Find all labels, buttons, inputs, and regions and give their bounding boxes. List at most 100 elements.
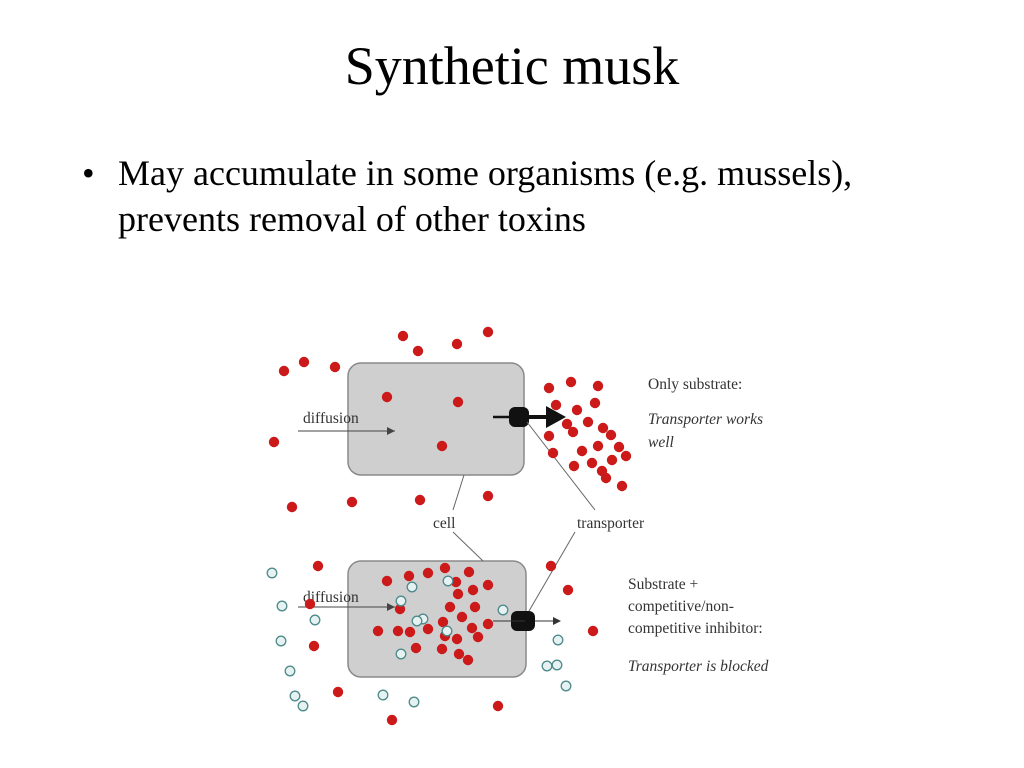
cell-bottom xyxy=(347,560,527,678)
substrate-molecule xyxy=(312,560,324,572)
substrate-molecule xyxy=(392,625,404,637)
substrate-molecule xyxy=(592,440,604,452)
inhibitor-molecule xyxy=(275,635,287,647)
substrate-molecule xyxy=(616,480,628,492)
substrate-molecule xyxy=(308,640,320,652)
substrate-molecule xyxy=(571,404,583,416)
substrate-molecule xyxy=(620,450,632,462)
substrate-molecule xyxy=(436,643,448,655)
cell-label: cell xyxy=(433,515,455,532)
substrate-molecule xyxy=(543,382,555,394)
substrate-molecule xyxy=(482,618,494,630)
substrate-molecule xyxy=(586,457,598,469)
inhibitor-molecule xyxy=(411,615,423,627)
diffusion-label-bottom: diffusion xyxy=(303,589,359,606)
transporter-leader-bottom xyxy=(528,531,576,612)
substrate-molecule xyxy=(381,575,393,587)
substrate-molecule xyxy=(592,380,604,392)
substrate-molecule xyxy=(597,422,609,434)
substrate-molecule xyxy=(567,426,579,438)
substrate-molecule xyxy=(587,625,599,637)
bullet-item: • May accumulate in some organisms (e.g.… xyxy=(78,150,958,242)
substrate-molecule xyxy=(492,700,504,712)
substrate-molecule xyxy=(404,626,416,638)
substrate-molecule xyxy=(422,623,434,635)
transporter-label: transporter xyxy=(577,515,645,532)
substrate-molecule xyxy=(268,436,280,448)
inhibitor-molecule xyxy=(266,567,278,579)
inhibitor-molecule xyxy=(541,660,553,672)
molecule-dots xyxy=(266,326,632,726)
substrate-molecule xyxy=(453,648,465,660)
substrate-molecule xyxy=(394,603,406,615)
bullet-list: • May accumulate in some organisms (e.g.… xyxy=(78,150,958,242)
substrate-molecule xyxy=(444,601,456,613)
arrow-icon xyxy=(387,603,395,611)
arrow-icon xyxy=(387,427,395,435)
substrate-molecule xyxy=(613,441,625,453)
inhibitor-molecule xyxy=(551,659,563,671)
substrate-molecule xyxy=(456,611,468,623)
inhibitor-molecule xyxy=(395,648,407,660)
slide-title: Synthetic musk xyxy=(344,36,680,96)
inhibitor-molecule xyxy=(309,614,321,626)
diffusion-label-top: diffusion xyxy=(303,410,359,427)
cell-leader-top xyxy=(452,474,465,511)
substrate-molecule xyxy=(452,588,464,600)
bottom-caption-line-2: competitive/non- xyxy=(628,598,734,615)
substrate-molecule xyxy=(381,391,393,403)
substrate-molecule xyxy=(582,416,594,428)
substrate-molecule xyxy=(452,396,464,408)
transporter-leader-top xyxy=(526,421,596,511)
substrate-molecule xyxy=(286,501,298,513)
arrow-icon xyxy=(553,617,561,625)
substrate-molecule xyxy=(298,356,310,368)
inhibitor-molecule xyxy=(497,604,509,616)
substrate-molecule xyxy=(451,338,463,350)
inhibitor-molecule xyxy=(289,690,301,702)
inhibitor-molecule xyxy=(442,575,454,587)
diagram-canvas: diffusion diffusion cell transporter Onl… xyxy=(266,326,769,726)
inhibitor-molecule xyxy=(560,680,572,692)
substrate-molecule xyxy=(561,418,573,430)
substrate-molecule xyxy=(589,397,601,409)
substrate-molecule xyxy=(565,376,577,388)
substrate-molecule xyxy=(422,567,434,579)
inhibitor-molecule xyxy=(395,595,407,607)
substrate-molecule xyxy=(467,584,479,596)
inhibitor-molecule xyxy=(276,600,288,612)
substrate-molecule xyxy=(482,490,494,502)
inhibitor-molecule xyxy=(552,634,564,646)
substrate-molecule xyxy=(547,447,559,459)
inhibitor-molecule xyxy=(408,696,420,708)
bullet-text: May accumulate in some organisms (e.g. m… xyxy=(118,153,853,239)
substrate-molecule xyxy=(436,440,448,452)
substrate-molecule xyxy=(550,399,562,411)
substrate-molecule xyxy=(332,686,344,698)
substrate-molecule xyxy=(576,445,588,457)
top-caption-italic-2: well xyxy=(648,434,674,451)
substrate-molecule xyxy=(605,429,617,441)
substrate-molecule xyxy=(545,560,557,572)
cell-leader-bottom xyxy=(452,531,484,562)
inhibitor-molecule xyxy=(441,625,453,637)
substrate-molecule xyxy=(568,460,580,472)
substrate-molecule xyxy=(482,326,494,338)
substrate-molecule xyxy=(606,454,618,466)
substrate-molecule xyxy=(543,430,555,442)
inhibitor-molecule xyxy=(284,665,296,677)
substrate-molecule xyxy=(397,330,409,342)
substrate-molecule xyxy=(414,494,426,506)
arrow-icon xyxy=(546,406,566,428)
substrate-molecule xyxy=(472,631,484,643)
substrate-molecule xyxy=(463,566,475,578)
inhibitor-molecule xyxy=(406,581,418,593)
substrate-molecule xyxy=(600,472,612,484)
substrate-molecule xyxy=(372,625,384,637)
bullet-symbol: • xyxy=(82,153,95,193)
substrate-molecule xyxy=(346,496,358,508)
substrate-molecule xyxy=(329,361,341,373)
bottom-caption-line-1: Substrate + xyxy=(628,576,698,593)
transport-diagram: diffusion diffusion cell transporter Onl… xyxy=(255,318,845,738)
cell-top xyxy=(347,362,525,476)
